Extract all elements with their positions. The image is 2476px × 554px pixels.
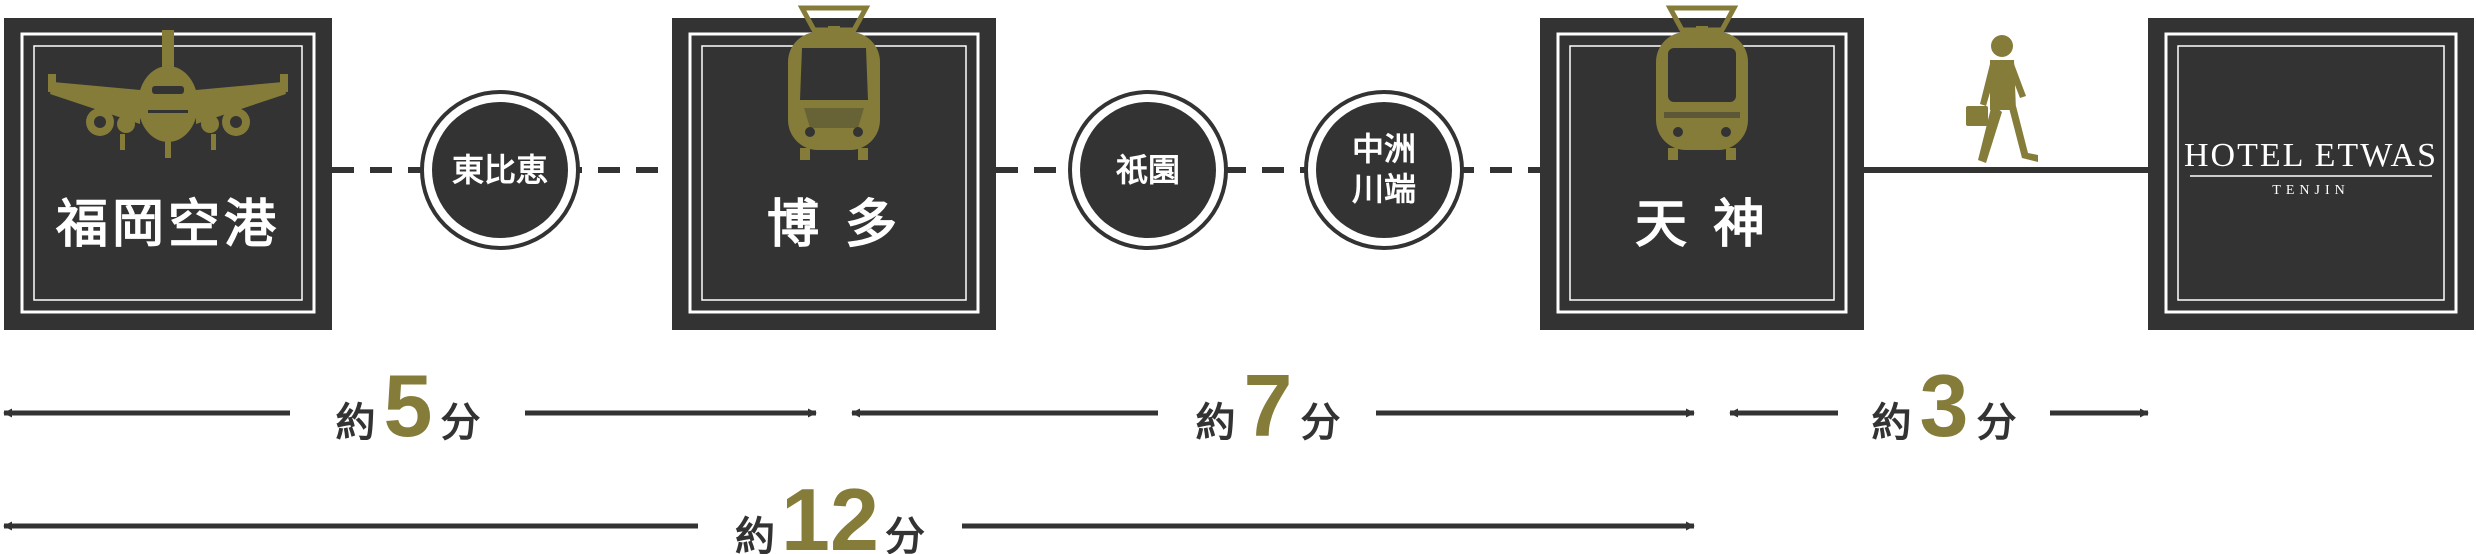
subway-train-icon <box>788 5 880 160</box>
station-hakata: 博 多 <box>672 5 996 330</box>
stop-label-kawabata: 川端 <box>1352 170 1416 208</box>
airplane-icon <box>48 30 288 158</box>
stop-higashi-hie: 東比恵 <box>420 90 580 250</box>
hotel-sub: TENJIN <box>2272 183 2349 198</box>
station-hotel-etwas: HOTEL ETWAS TENJIN <box>2148 18 2474 330</box>
station-fukuoka-airport: 福岡空港 <box>4 18 332 330</box>
walking-person-icon <box>1966 35 2038 163</box>
station-label-fukuoka-airport: 福岡空港 <box>55 195 280 255</box>
stop-label-gion: 祇園 <box>1116 151 1180 189</box>
stop-gion: 祇園 <box>1068 90 1228 250</box>
station-label-hakata: 博 多 <box>767 195 901 255</box>
station-label-tenjin: 天 神 <box>1635 195 1769 255</box>
stop-label-higashi-hie: 東比恵 <box>452 151 548 189</box>
stop-label-nakasu: 中洲 <box>1352 130 1416 168</box>
subway-train-icon <box>1656 5 1748 160</box>
hotel-name: HOTEL ETWAS <box>2184 137 2438 174</box>
station-tenjin: 天 神 <box>1540 5 1864 330</box>
stop-nakasu-kawabata: 中洲 川端 <box>1304 90 1464 250</box>
